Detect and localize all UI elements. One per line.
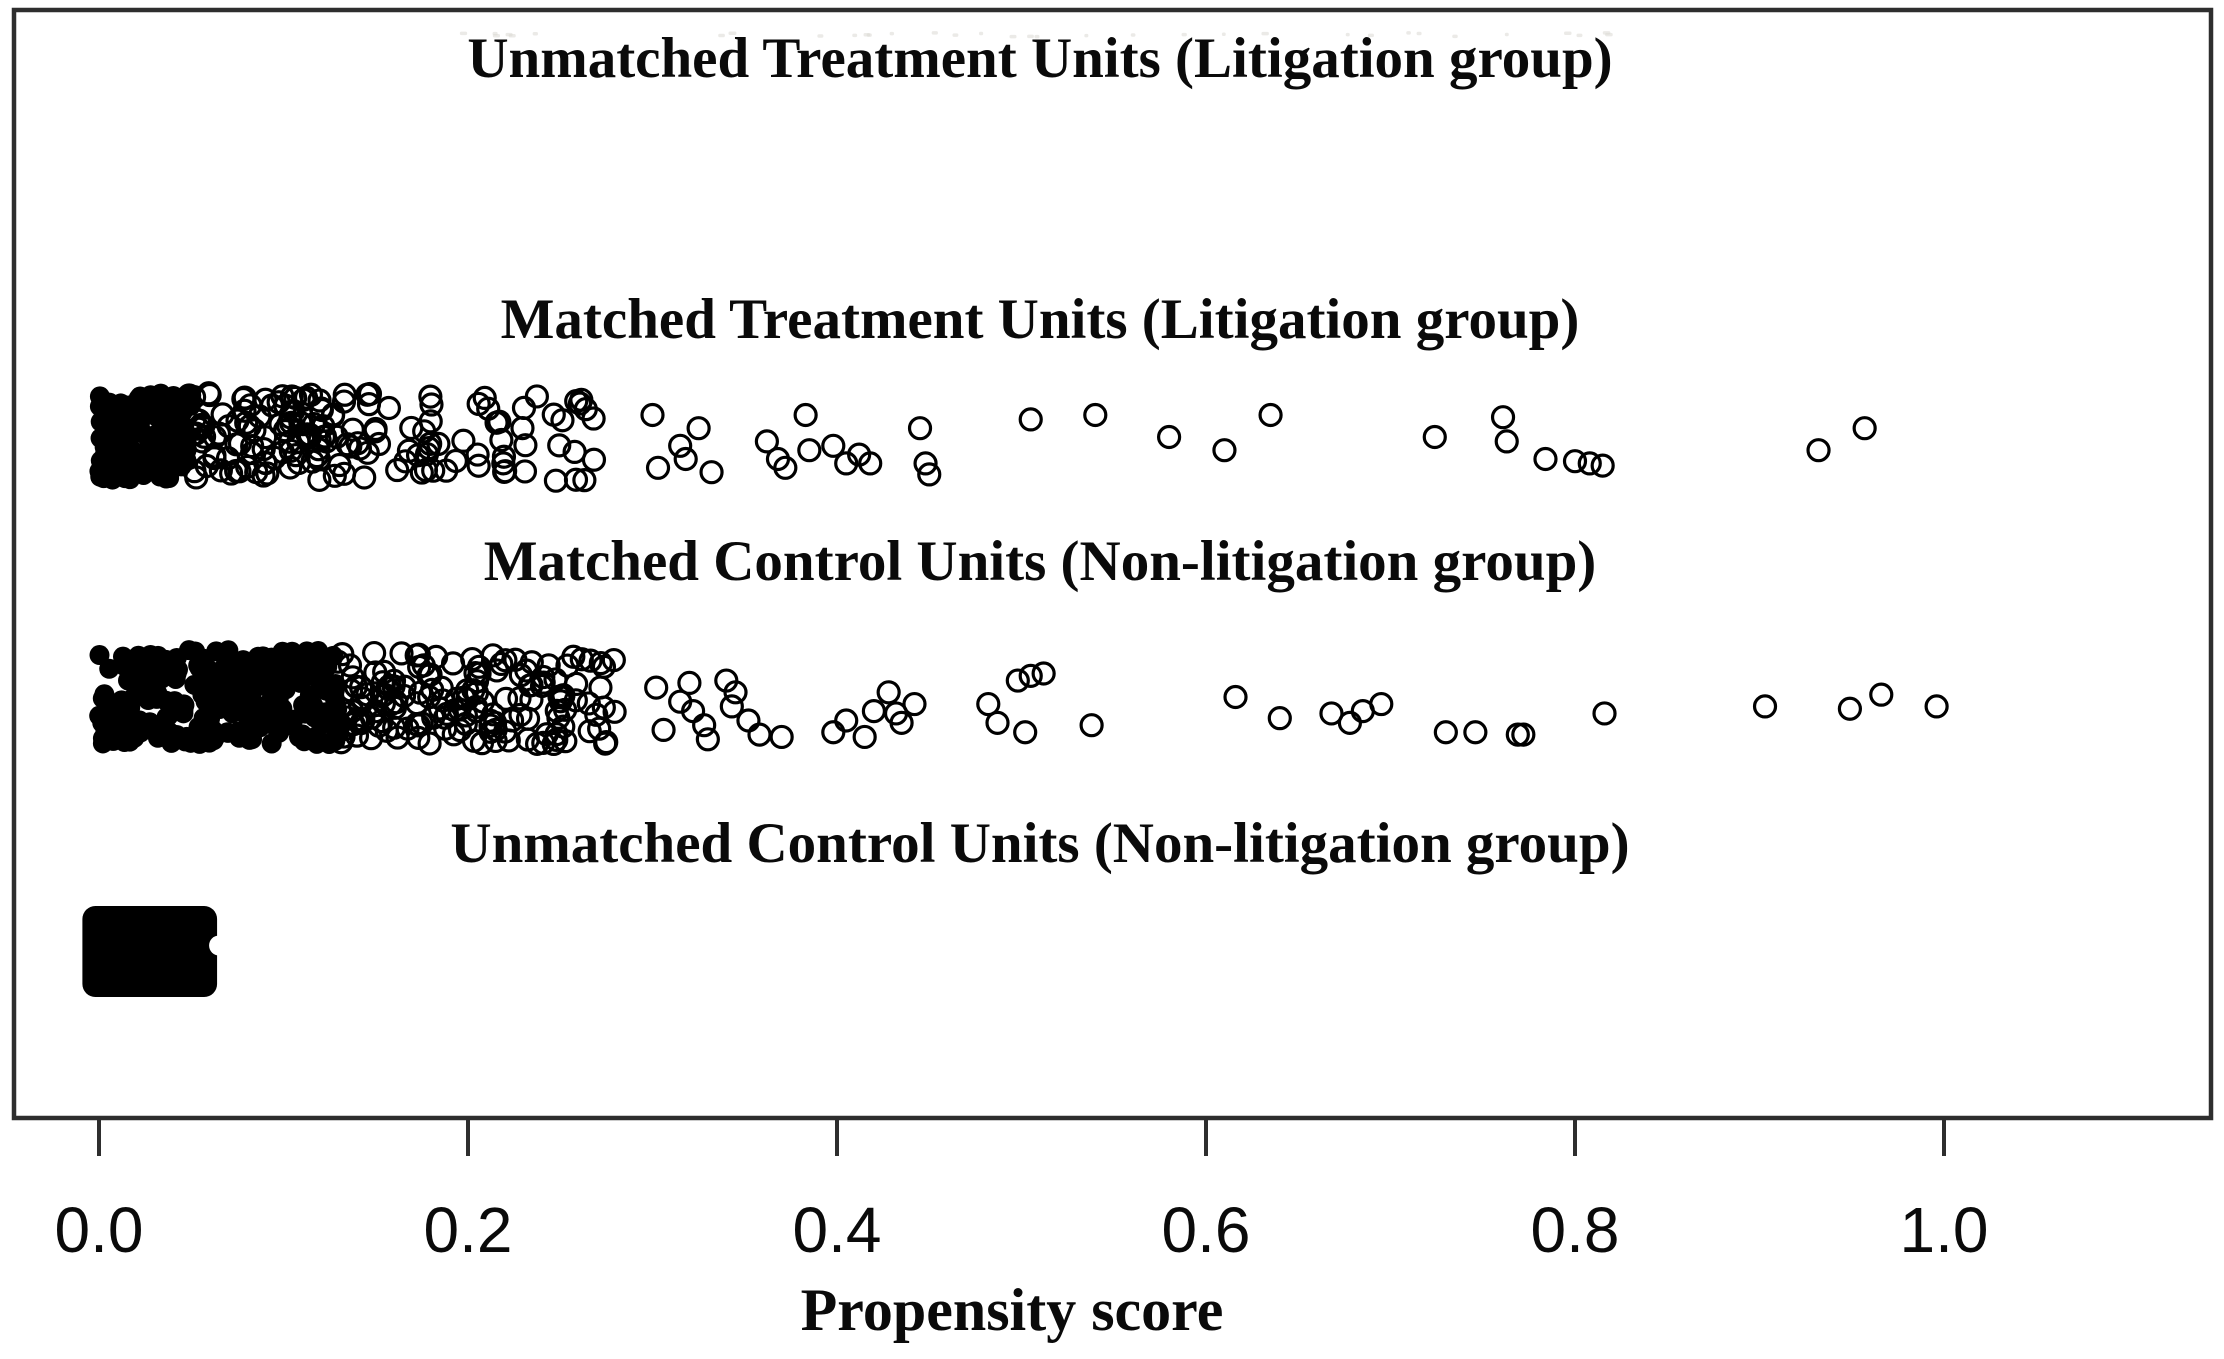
data-point <box>1837 696 1863 721</box>
dense-cluster <box>176 381 392 492</box>
x-axis-tick-label: 1.0 <box>1900 1194 1989 1266</box>
data-point <box>723 680 748 705</box>
data-point <box>1018 407 1043 432</box>
data-point <box>902 691 927 717</box>
x-axis-tick-label: 0.4 <box>793 1194 882 1266</box>
data-point <box>699 460 724 485</box>
data-point <box>821 433 846 458</box>
data-point <box>907 416 933 441</box>
data-point <box>1577 451 1602 476</box>
group-1: Matched Treatment Units (Litigation grou… <box>89 288 1877 493</box>
data-point <box>645 455 671 480</box>
data-point <box>1852 416 1877 441</box>
data-point <box>1433 720 1458 745</box>
ghost-marks <box>459 31 1613 39</box>
data-point <box>1869 682 1894 707</box>
data-point <box>686 416 711 441</box>
data-point <box>797 438 822 463</box>
data-point <box>1005 668 1030 693</box>
block-notch <box>209 935 230 956</box>
solid-point-block <box>82 906 218 997</box>
data-point <box>1533 446 1558 472</box>
data-point <box>1267 706 1292 731</box>
data-point <box>821 720 846 745</box>
dense-cluster <box>376 384 607 493</box>
data-point <box>793 402 818 428</box>
data-point <box>640 402 665 428</box>
x-axis-tick-label: 0.0 <box>55 1194 144 1266</box>
data-point <box>1369 691 1394 717</box>
x-axis-title: Propensity score <box>801 1277 1224 1343</box>
x-axis-tick-label: 0.2 <box>424 1194 513 1266</box>
data-point <box>644 675 669 700</box>
dense-cluster <box>320 640 627 757</box>
data-point <box>719 694 744 719</box>
data-point <box>834 708 859 733</box>
data-point <box>1511 722 1536 747</box>
data-point <box>1590 453 1615 478</box>
data-point <box>773 455 798 480</box>
data-point <box>1337 710 1363 735</box>
data-point <box>1031 661 1056 686</box>
data-point <box>1212 438 1237 463</box>
data-point <box>1319 701 1344 726</box>
dense-cluster <box>89 640 349 754</box>
group-label: Matched Treatment Units (Litigation grou… <box>501 288 1580 351</box>
group-label: Unmatched Control Units (Non-litigation … <box>450 812 1629 875</box>
data-point <box>677 670 702 696</box>
data-point <box>1258 402 1283 428</box>
data-point <box>917 462 942 487</box>
data-point <box>1494 429 1519 454</box>
data-point <box>1592 701 1617 726</box>
data-point <box>747 722 772 747</box>
data-point <box>1083 402 1108 428</box>
data-point <box>695 727 720 752</box>
data-point <box>668 433 693 458</box>
data-point <box>1752 694 1778 719</box>
data-point <box>754 429 779 454</box>
data-point <box>861 698 887 724</box>
data-point <box>1422 424 1447 450</box>
data-point <box>1013 720 1038 745</box>
data-point <box>736 708 761 733</box>
data-point <box>673 446 698 472</box>
data-point <box>889 710 914 735</box>
data-point <box>876 680 901 705</box>
group-3: Unmatched Control Units (Non-litigation … <box>82 812 1630 997</box>
data-point <box>976 691 1001 717</box>
data-point <box>1562 449 1588 474</box>
data-point <box>1156 424 1182 450</box>
data-point <box>1223 684 1248 710</box>
data-point <box>852 724 877 750</box>
group-label: Unmatched Treatment Units (Litigation gr… <box>467 27 1612 90</box>
group-label: Matched Control Units (Non-litigation gr… <box>484 530 1597 593</box>
data-point <box>769 724 794 750</box>
data-point <box>1490 405 1516 430</box>
data-point <box>1079 713 1104 738</box>
data-point <box>1806 438 1831 463</box>
x-axis-tick-label: 0.8 <box>1531 1194 1620 1266</box>
data-point <box>1463 720 1488 745</box>
data-point <box>1018 663 1043 688</box>
x-axis-tick-label: 0.6 <box>1162 1194 1251 1266</box>
data-point <box>692 713 717 738</box>
data-point <box>913 451 938 476</box>
data-point <box>858 451 883 476</box>
data-point <box>1924 694 1949 719</box>
data-point <box>985 710 1010 735</box>
plot-border <box>11 7 2214 1121</box>
data-point <box>651 717 676 743</box>
group-2: Matched Control Units (Non-litigation gr… <box>89 530 1949 757</box>
group-0: Unmatched Treatment Units (Litigation gr… <box>459 27 1613 90</box>
